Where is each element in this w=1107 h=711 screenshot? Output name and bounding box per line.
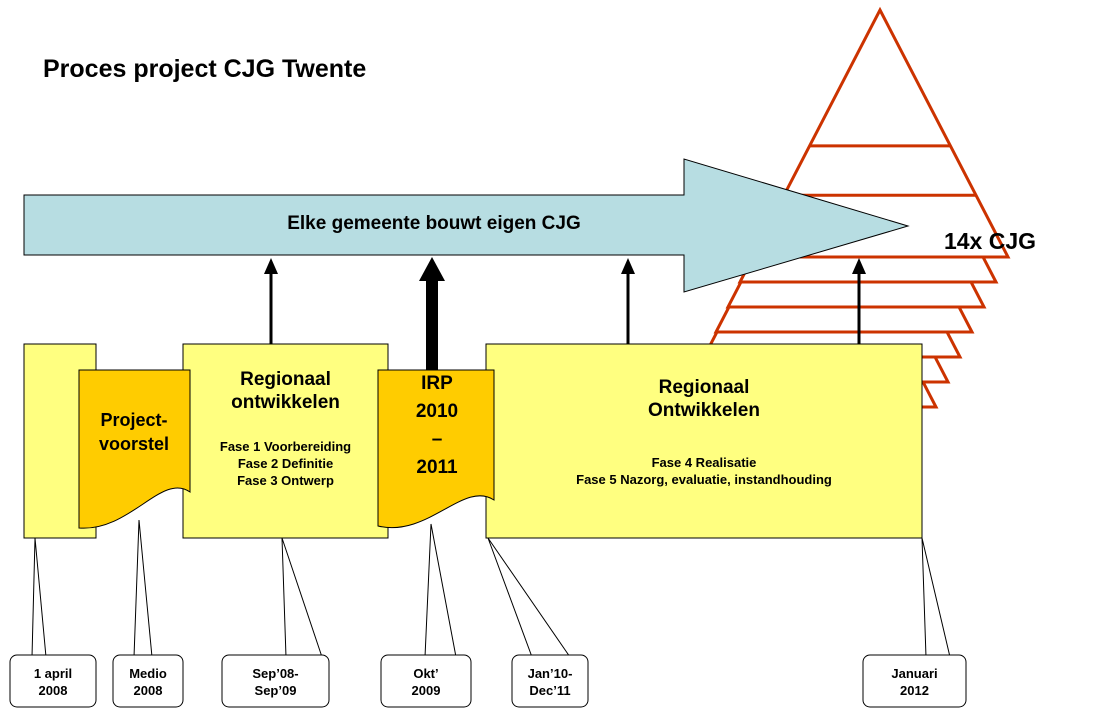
phase-item: Fase 3 Ontwerp xyxy=(237,473,334,488)
date-line: 2009 xyxy=(411,683,441,698)
callout-lines xyxy=(31,519,951,658)
date-line: Dec’11 xyxy=(529,683,571,698)
date-label-2: Medio 2008 xyxy=(113,660,183,704)
arrow-label: Elke gemeente bouwt eigen CJG xyxy=(287,213,581,234)
project-line-1: Project- xyxy=(100,410,168,430)
project-document xyxy=(78,369,191,529)
date-line: Sep’09 xyxy=(254,683,297,698)
irp-line-2: 2010 xyxy=(415,401,459,422)
regional-1-line-2: ontwikkelen xyxy=(231,392,340,413)
date-line: 2008 xyxy=(133,683,163,698)
cjg-count-label: 14x CJG xyxy=(943,228,1037,254)
phase-item: Fase 5 Nazorg, evaluatie, instandhouding xyxy=(576,472,832,487)
date-line: Januari xyxy=(891,666,938,681)
date-label-1: 1 april 2008 xyxy=(10,660,96,704)
regional-2-title: Regionaal Ontwikkelen xyxy=(486,376,922,422)
date-line: 2012 xyxy=(900,683,929,698)
callout-boxes xyxy=(9,654,967,708)
irp-document xyxy=(377,369,495,529)
date-line: 2008 xyxy=(38,683,68,698)
date-line: 1 april xyxy=(33,666,73,681)
up-arrow-3 xyxy=(852,258,866,344)
date-label-6: Januari 2012 xyxy=(863,660,966,704)
regional-2-line-2: Ontwikkelen xyxy=(648,400,760,421)
phase-item: Fase 4 Realisatie xyxy=(651,455,757,470)
date-line: Sep’08- xyxy=(252,666,299,681)
date-label-4: Okt’ 2009 xyxy=(381,660,471,704)
date-label-3: Sep’08- Sep’09 xyxy=(222,660,329,704)
up-arrow-1 xyxy=(264,258,278,344)
phase-item: Fase 2 Definitie xyxy=(237,456,334,471)
project-line-2: voorstel xyxy=(98,434,170,454)
regional-1-title: Regionaal ontwikkelen xyxy=(183,368,388,414)
date-label-5: Jan’10- Dec’11 xyxy=(512,660,588,704)
regional-1-line-1: Regionaal xyxy=(240,369,331,390)
project-document-label: Project- voorstel xyxy=(78,408,190,456)
irp-line-4: 2011 xyxy=(416,457,458,478)
regional-box-1 xyxy=(182,343,389,539)
page-title: Proces project CJG Twente xyxy=(43,55,367,83)
irp-line-3: – xyxy=(431,429,443,450)
cjg-triangle xyxy=(749,6,1011,259)
date-line: Jan’10- xyxy=(527,666,573,681)
regional-2-line-1: Regionaal xyxy=(658,377,750,398)
up-arrow-2 xyxy=(621,258,635,344)
irp-line-1: IRP xyxy=(421,373,453,394)
irp-document-label: IRP 2010 – 2011 xyxy=(378,370,496,482)
phase-item: Fase 1 Voorbereiding xyxy=(219,439,352,454)
up-arrow-irp xyxy=(419,257,445,370)
date-line: Medio xyxy=(129,666,167,681)
regional-box-2 xyxy=(485,343,923,539)
regional-2-phases: Fase 4 Realisatie Fase 5 Nazorg, evaluat… xyxy=(486,454,922,488)
date-line: Okt’ xyxy=(413,666,439,681)
big-arrow xyxy=(23,158,910,293)
regional-1-phases: Fase 1 Voorbereiding Fase 2 Definitie Fa… xyxy=(183,438,388,489)
